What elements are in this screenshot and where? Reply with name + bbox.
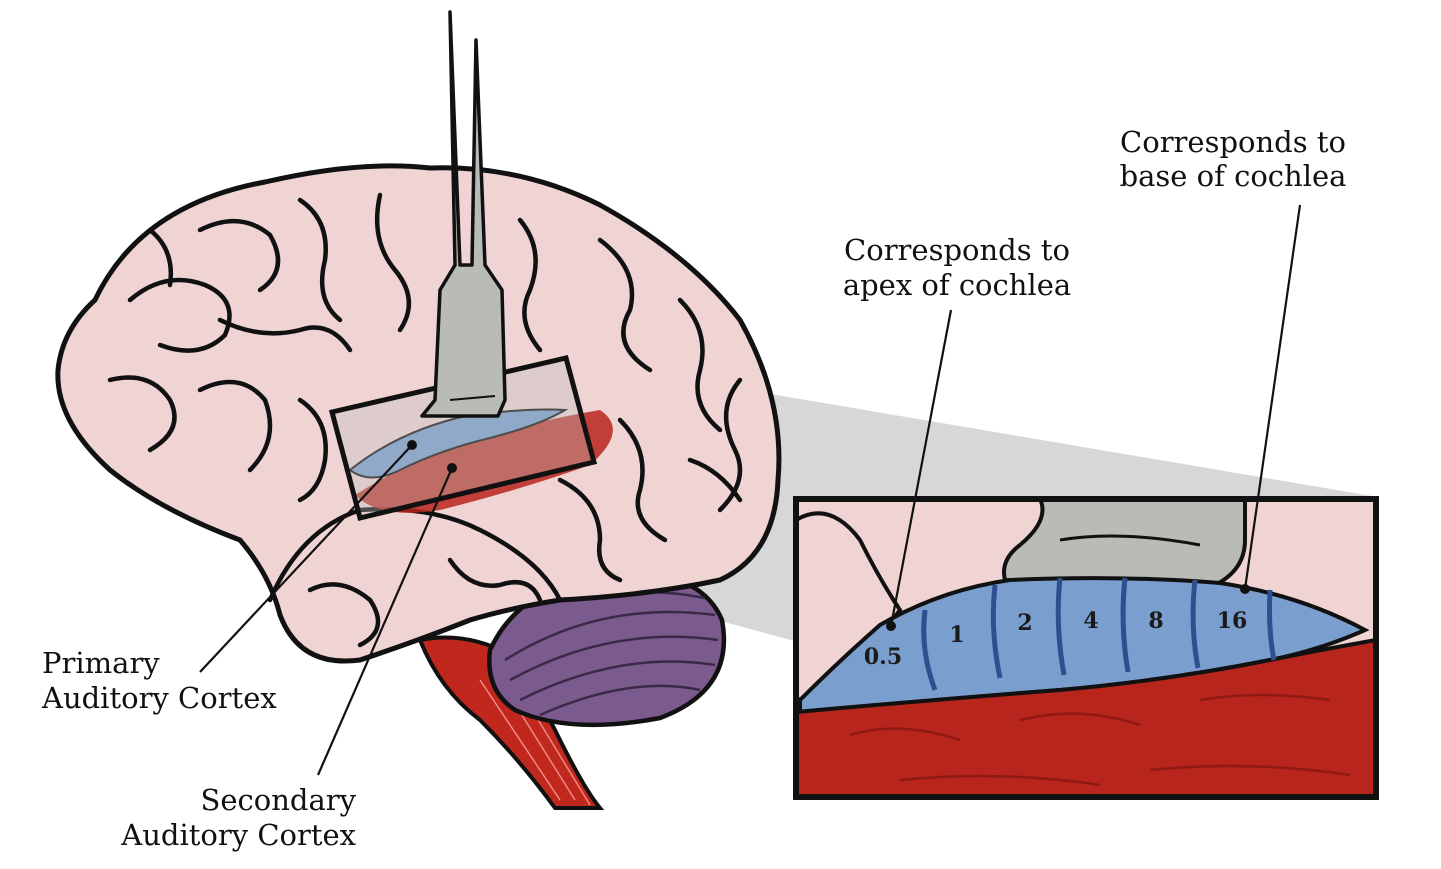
secondary-leader-line xyxy=(316,467,454,776)
base-label-line2: base of cochlea xyxy=(1120,159,1347,193)
primary-label-line1: Primary xyxy=(42,646,160,680)
apex-label-line2: apex of cochlea xyxy=(843,268,1071,302)
band-label-0: 0.5 xyxy=(864,644,902,670)
band-label-1: 1 xyxy=(949,622,964,648)
secondary-auditory-region xyxy=(355,410,613,513)
secondary-label-line2: Auditory Cortex xyxy=(120,818,356,852)
secondary-label-line1: Secondary xyxy=(200,783,356,817)
band-label-5: 16 xyxy=(1217,608,1248,634)
electrode-probe xyxy=(420,10,507,418)
primary-auditory-region xyxy=(348,408,569,479)
band-label-3: 4 xyxy=(1083,608,1098,634)
base-leader-line xyxy=(1243,204,1302,590)
apex-label-line1: Corresponds to xyxy=(844,233,1070,267)
cerebellum xyxy=(487,569,727,728)
apex-leader-line xyxy=(889,309,953,627)
primary-leader-line xyxy=(199,444,413,673)
band-label-4: 8 xyxy=(1148,608,1163,634)
base-label-line1: Corresponds to xyxy=(1120,125,1346,159)
zoom-inset xyxy=(793,496,1379,800)
primary-label-line2: Auditory Cortex xyxy=(41,681,277,715)
band-label-2: 2 xyxy=(1017,610,1032,636)
